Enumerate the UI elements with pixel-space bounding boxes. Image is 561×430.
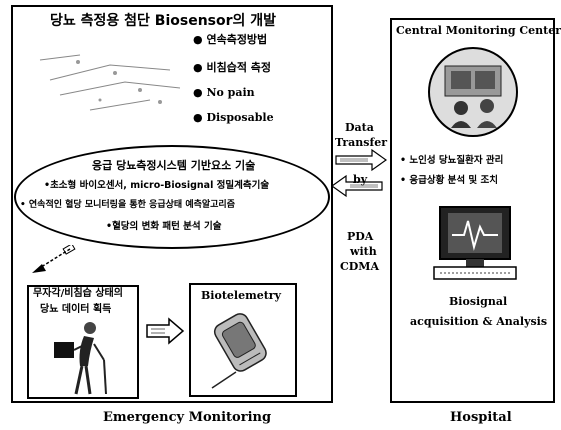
- right-panel-title: Central Monitoring Center: [396, 24, 561, 37]
- bidirectional-arrow-icon: [330, 148, 388, 198]
- data-transfer-label: Data: [345, 121, 374, 134]
- right-item: • 노인성 당뇨질환자 관리: [400, 155, 504, 166]
- feature-item: ● 연속측정방법: [193, 33, 268, 46]
- computer-monitor-icon: [433, 206, 517, 280]
- pda-label: PDA: [347, 230, 374, 243]
- biotelemetry-title: Biotelemetry: [201, 289, 281, 302]
- cdma-label: CDMA: [340, 260, 380, 273]
- analysis-line2: acquisition & Analysis: [410, 315, 548, 328]
- panel-title: 당뇨 측정용 첨단 Biosensor의 개발: [50, 13, 277, 29]
- bullet-icon: ●: [193, 86, 203, 99]
- monitoring-center-illustration: [428, 47, 518, 137]
- bullet-icon: ●: [193, 111, 203, 124]
- bullet-icon: ●: [193, 61, 203, 74]
- right-item: • 응급상황 분석 및 조치: [400, 175, 498, 186]
- data-box-line2: 당뇨 데이터 획득: [40, 304, 112, 315]
- ellipse-item: •초소형 바이오센서, micro-Biosignal 정밀계측기술: [44, 180, 270, 191]
- ellipse-item: •혈당의 변화 패턴 분석 기술: [106, 221, 222, 232]
- ellipse-item: • 연속적인 혈당 모니터링을 통한 응급상태 예측알고리즘: [20, 200, 235, 210]
- right-footer-label: Hospital: [450, 410, 512, 425]
- core-technology-ellipse: [14, 145, 330, 249]
- hollow-right-arrow-icon: [146, 317, 185, 345]
- analysis-line1: Biosignal: [449, 295, 508, 308]
- biosensor-sketch: [39, 54, 181, 111]
- feature-item: ● No pain: [193, 86, 255, 99]
- by-label: by: [353, 173, 368, 186]
- biotelemetry-device-icon: [211, 313, 267, 389]
- feature-item: ● Disposable: [193, 111, 274, 124]
- elderly-person-illustration: [54, 322, 107, 395]
- data-box-line1: 무자각/비침습 상태의: [33, 288, 123, 299]
- data-transfer-label-2: Transfer: [335, 136, 388, 149]
- with-label: with: [350, 245, 377, 258]
- left-footer-label: Emergency Monitoring: [103, 410, 272, 425]
- pointer-arrow-icon: [32, 245, 76, 273]
- bullet-icon: ●: [193, 33, 203, 46]
- feature-item: ● 비침습적 측정: [193, 61, 272, 74]
- ellipse-title: 응급 당뇨측정시스템 기반요소 기술: [92, 159, 256, 172]
